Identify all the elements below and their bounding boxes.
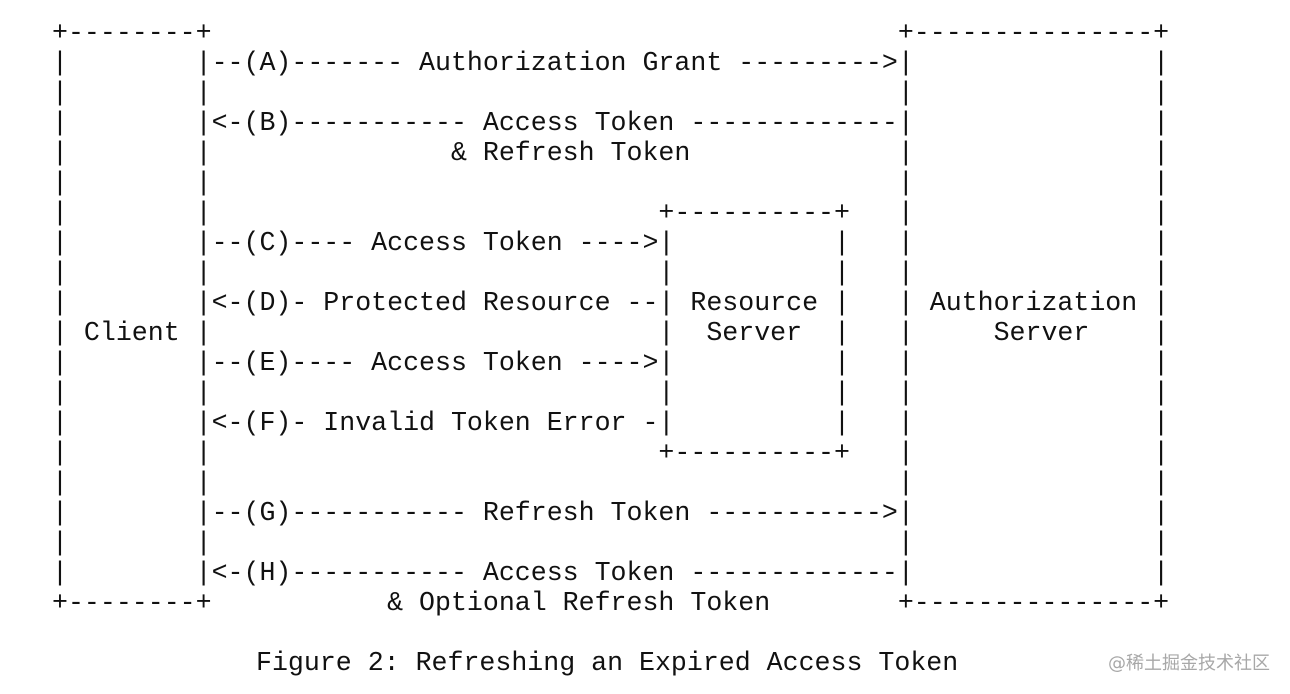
diagram-line: | |<-(B)----------- Access Token -------…: [52, 108, 1170, 138]
diagram-line: | Client | | Server | | Server |: [52, 318, 1170, 348]
diagram-line: | | +----------+ | |: [52, 198, 1170, 228]
diagram-line: | |<-(D)- Protected Resource --| Resourc…: [52, 288, 1170, 318]
diagram-line: | |--(G)----------- Refresh Token ------…: [52, 498, 1170, 528]
diagram-line: | | +----------+ | |: [52, 438, 1170, 468]
diagram-line: | | | | | |: [52, 258, 1170, 288]
diagram-line: | |--(C)---- Access Token ---->| | | |: [52, 228, 1170, 258]
diagram-line: | |<-(H)----------- Access Token -------…: [52, 558, 1170, 588]
diagram-line: | | | |: [52, 528, 1170, 558]
figure-caption: Figure 2: Refreshing an Expired Access T…: [256, 648, 959, 678]
diagram-line: | | | |: [52, 168, 1170, 198]
diagram-line: | | | |: [52, 78, 1170, 108]
diagram-line: | |--(E)---- Access Token ---->| | | |: [52, 348, 1170, 378]
diagram-line: | |--(A)------- Authorization Grant ----…: [52, 48, 1170, 78]
diagram-line: +--------+ & Optional Refresh Token +---…: [52, 588, 1170, 618]
diagram-line: | |<-(F)- Invalid Token Error -| | | |: [52, 408, 1170, 438]
diagram-line: | | | | | |: [52, 378, 1170, 408]
diagram-line: +--------+ +---------------+: [52, 18, 1170, 48]
oauth-refresh-flow-diagram: +--------+ +---------------+| |--(A)----…: [52, 18, 1169, 618]
watermark: @稀土掘金技术社区: [1108, 653, 1270, 674]
diagram-line: | | | |: [52, 468, 1170, 498]
diagram-line: | | & Refresh Token | |: [52, 138, 1170, 168]
